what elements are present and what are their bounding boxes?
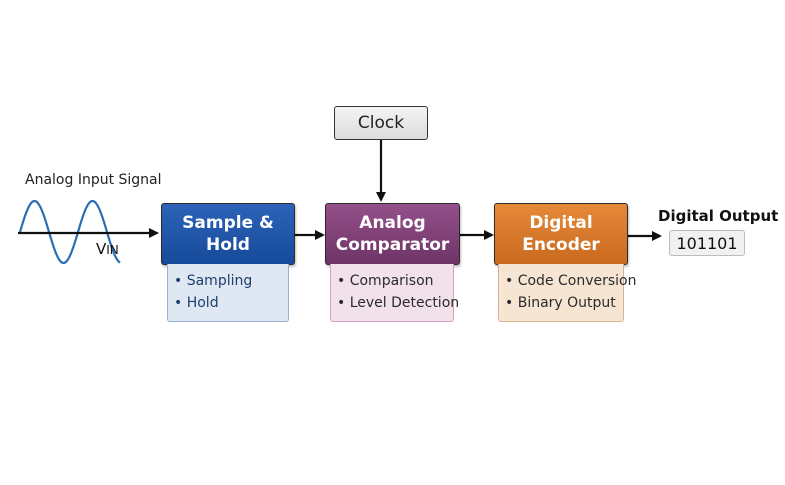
digital-output-title: Digital Output — [658, 207, 779, 225]
detail-text: Level Detection — [349, 295, 460, 311]
detail-item: • Hold — [174, 295, 219, 311]
encoder-title-line2: Encoder — [522, 235, 600, 255]
vin-main: V — [96, 240, 107, 258]
detail-item: • Comparison — [337, 273, 434, 289]
analog-input-label: Analog Input Signal — [25, 172, 162, 188]
sample-hold-block: Sample & Hold — [161, 203, 295, 265]
detail-text: Comparison — [349, 273, 434, 289]
comparator-title-line2: Comparator — [335, 235, 450, 255]
digital-output-value-box: 101101 — [669, 230, 745, 256]
clock-box: Clock — [334, 106, 428, 140]
comparator-title-line1: Analog — [359, 213, 426, 233]
detail-text: Sampling — [186, 273, 253, 289]
sample-hold-title-line1: Sample & — [182, 213, 274, 233]
analog-comparator-block: Analog Comparator — [325, 203, 460, 265]
comparator-details: • Comparison • Level Detection — [330, 264, 460, 322]
digital-output-value: 101101 — [676, 233, 738, 253]
encoder-details: • Code Conversion • Binary Output — [498, 264, 637, 322]
encoder-title-line1: Digital — [529, 213, 593, 233]
sample-hold-details: • Sampling • Hold — [167, 264, 289, 322]
detail-text: Binary Output — [517, 295, 616, 311]
analog-sine-wave — [18, 199, 121, 265]
vin-subscript: IN — [106, 243, 119, 257]
detail-item: • Code Conversion — [505, 273, 637, 289]
detail-item: • Level Detection — [337, 295, 460, 311]
detail-text: Hold — [186, 295, 219, 311]
clock-label: Clock — [357, 113, 405, 133]
vin-label: VIN — [96, 240, 119, 258]
digital-encoder-block: Digital Encoder — [494, 203, 628, 265]
sample-hold-title-line2: Hold — [206, 235, 250, 255]
detail-text: Code Conversion — [517, 273, 637, 289]
detail-item: • Binary Output — [505, 295, 616, 311]
detail-item: • Sampling — [174, 273, 253, 289]
